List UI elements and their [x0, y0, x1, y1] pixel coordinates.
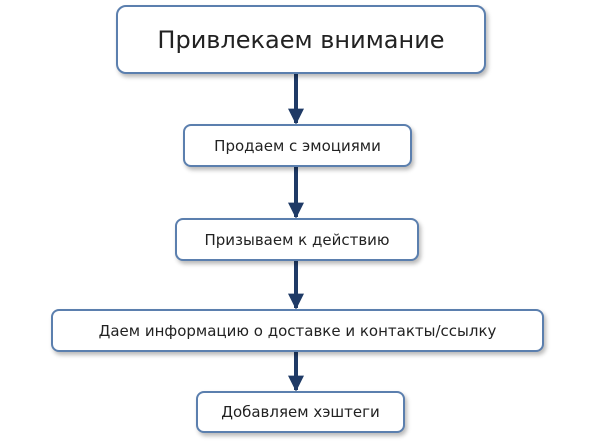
step-delivery-and-contacts: Даем информацию о доставке и контакты/сс… [51, 309, 544, 352]
step-label: Добавляем хэштеги [221, 403, 380, 421]
step-label: Призываем к действию [204, 230, 390, 249]
step-label: Привлекаем внимание [157, 25, 445, 54]
step-add-hashtags: Добавляем хэштеги [196, 391, 405, 433]
step-call-to-action: Призываем к действию [175, 218, 419, 261]
step-label: Даем информацию о доставке и контакты/сс… [98, 321, 497, 340]
step-label: Продаем с эмоциями [214, 136, 381, 155]
step-sell-with-emotions: Продаем с эмоциями [183, 124, 412, 167]
step-attract-attention: Привлекаем внимание [116, 5, 486, 74]
